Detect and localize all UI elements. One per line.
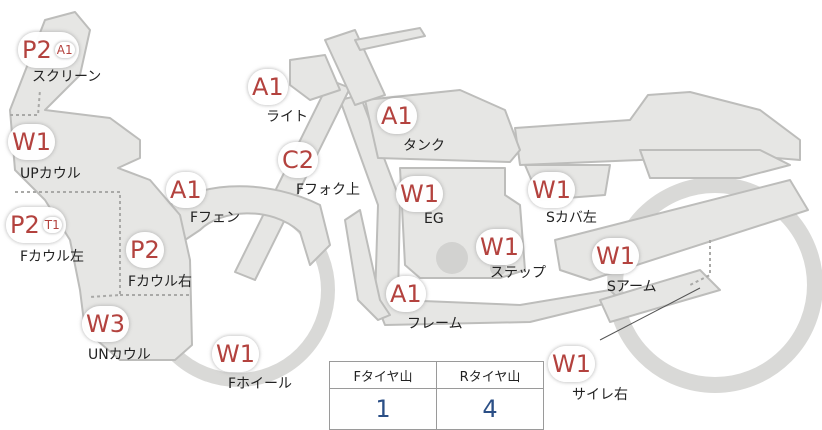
damage-code: A1: [252, 73, 284, 101]
marker-silencer: W1: [548, 346, 595, 382]
marker-step: W1: [476, 229, 523, 265]
panel-line: [10, 89, 41, 116]
part-label-front-fork: Fフォク上: [296, 182, 361, 198]
panel-line: [15, 191, 121, 298]
leader-line: [599, 287, 701, 341]
part-label-engine: EG: [424, 211, 444, 227]
marker-swing-arm: W1: [592, 238, 639, 274]
part-label-up-cowl: UPカウル: [20, 166, 81, 182]
damage-code: P2: [22, 36, 52, 64]
marker-engine: W1: [396, 176, 443, 212]
rear-tire-header: Rタイヤ山: [436, 361, 544, 389]
part-label-under-cowl: UNカウル: [88, 347, 151, 363]
damage-code: W1: [532, 176, 571, 204]
marker-front-fork: C2: [278, 142, 319, 178]
frame-lower: [344, 209, 391, 321]
handlebar-shape: [354, 27, 426, 51]
part-label-front-wheel: Fホイール: [228, 376, 293, 392]
part-label-step: ステップ: [490, 265, 546, 281]
seat-shape: [514, 91, 801, 166]
marker-side-cover: W1: [528, 172, 575, 208]
silencer-shape: [599, 269, 721, 323]
fairing-shape: [9, 11, 193, 361]
damage-code: A1: [381, 102, 413, 130]
damage-code: W1: [12, 128, 51, 156]
front-tire-value: 1: [329, 388, 437, 430]
rear-fender-shape: [639, 149, 791, 179]
part-label-screen: スクリーン: [32, 69, 102, 85]
front-tire-header: Fタイヤ山: [329, 361, 437, 389]
part-label-frame: フレーム: [407, 316, 463, 332]
marker-under-cowl: W3: [82, 306, 129, 342]
marker-tank: A1: [377, 98, 417, 134]
light-shape: [289, 54, 341, 101]
damage-code: W1: [552, 350, 591, 378]
rear-tire-value: 4: [436, 388, 544, 430]
marker-frame: A1: [386, 276, 426, 312]
headlight-shape: [324, 29, 386, 106]
part-label-f-cowl-left: Fカウル左: [20, 249, 85, 265]
marker-f-cowl-right: P2: [126, 232, 164, 268]
marker-front-fender: A1: [166, 172, 206, 208]
marker-light: A1: [248, 69, 288, 105]
damage-code: W3: [86, 310, 125, 338]
damage-code: W1: [216, 340, 255, 368]
part-label-swing-arm: Sアーム: [607, 279, 657, 295]
damage-code: P2: [130, 236, 160, 264]
marker-front-wheel: W1: [212, 336, 259, 372]
marker-up-cowl: W1: [8, 124, 55, 160]
panel-line: [689, 240, 711, 286]
damage-code: C2: [282, 146, 315, 174]
damage-subcode: T1: [42, 217, 62, 233]
damage-code: W1: [400, 180, 439, 208]
engine-cover: [436, 242, 468, 274]
rear-wheel-shape: [607, 177, 822, 393]
part-label-front-fender: Fフェン: [190, 210, 241, 226]
part-label-side-cover: Sカバ左: [546, 210, 597, 226]
part-label-f-cowl-right: Fカウル右: [128, 274, 193, 290]
part-label-silencer: サイレ右: [572, 387, 628, 403]
front-fender-shape: [169, 185, 331, 266]
damage-code: A1: [170, 176, 202, 204]
part-label-tank: タンク: [403, 138, 445, 154]
damage-code: W1: [596, 242, 635, 270]
damage-code: P2: [10, 211, 40, 239]
part-label-light: ライト: [266, 109, 308, 125]
tire-tread-table: Fタイヤ山 Rタイヤ山 1 4: [329, 361, 544, 430]
damage-code: W1: [480, 233, 519, 261]
damage-subcode: A1: [54, 42, 75, 58]
damage-code: A1: [390, 280, 422, 308]
